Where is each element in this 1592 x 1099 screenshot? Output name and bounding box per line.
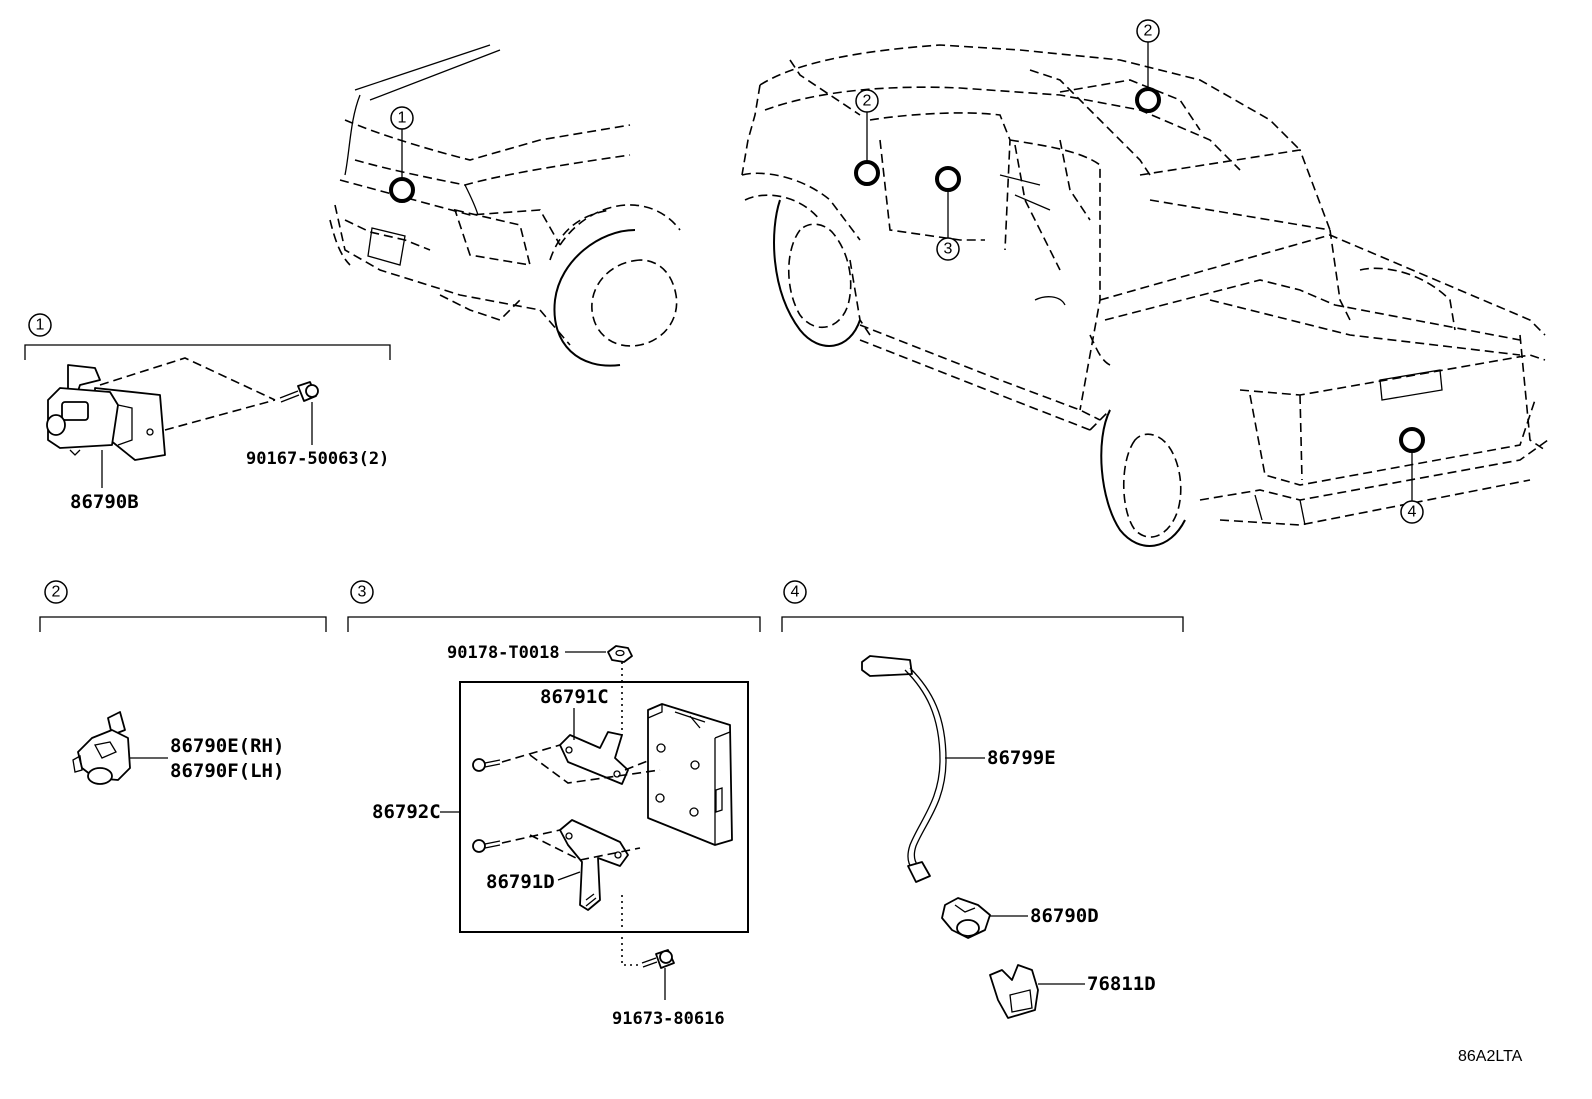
wire-harness-part [861, 655, 947, 883]
section-3: 3 90178-T0018 86792C [347, 580, 761, 1029]
bolt-left-lower-part [472, 839, 501, 853]
assembly-frame [459, 681, 749, 933]
section-1-number: 1 [36, 317, 45, 334]
label-76811D: 76811D [1087, 973, 1156, 995]
label-86791C: 86791C [540, 686, 609, 708]
label-90178-T0018: 90178-T0018 [447, 643, 560, 663]
section-2-number: 2 [52, 584, 61, 601]
section-4-number: 4 [791, 584, 800, 601]
label-91673-80616: 91673-80616 [612, 1009, 725, 1029]
side-camera-part [72, 711, 131, 785]
callout-marker-2-roof: 2 [1135, 19, 1161, 113]
callout-2-number-a: 2 [863, 93, 872, 110]
section-3-number: 3 [358, 584, 367, 601]
callout-marker-2-side: 2 [854, 89, 880, 186]
callout-3-number-a: 3 [944, 241, 953, 258]
section-1: 1 90167-50063(2) 86790B [24, 313, 391, 513]
bolt-91673-part [641, 949, 675, 969]
callout-marker-1-front: 1 [389, 106, 415, 203]
bolt-90167-part [279, 381, 319, 403]
front-camera-part [46, 364, 166, 461]
callout-1-number: 1 [398, 110, 407, 127]
truck-illustration [741, 44, 1549, 547]
label-86790D: 86790D [1030, 905, 1099, 927]
front-vehicle-illustration [329, 44, 681, 367]
section-4: 4 86799E 86790D 76811D [781, 580, 1184, 1019]
label-86790F: 86790F(LH) [170, 760, 284, 782]
bracket-86791C-part [559, 731, 629, 785]
nut-90178-part [607, 645, 633, 663]
section-2: 2 86790E(RH) 86790F(LH) [39, 580, 327, 785]
label-86799E: 86799E [987, 747, 1056, 769]
rear-camera-part [941, 897, 991, 939]
label-86790E: 86790E(RH) [170, 735, 284, 757]
label-86792C: 86792C [372, 801, 441, 823]
bracket-86791D-part [559, 819, 629, 911]
callout-2-number-b: 2 [1144, 23, 1153, 40]
control-module-part [647, 703, 733, 846]
label-90167-50063: 90167-50063(2) [246, 449, 389, 469]
label-86791D: 86791D [486, 871, 555, 893]
diagram-reference-code: 86A2LTA [1458, 1048, 1523, 1065]
callout-marker-4: 4 [1399, 427, 1425, 524]
label-86790B: 86790B [70, 491, 139, 513]
camera-cover-part [989, 964, 1039, 1019]
callout-marker-3: 3 [935, 166, 961, 261]
bolt-left-upper-part [472, 758, 501, 772]
callout-4-number-a: 4 [1408, 504, 1417, 521]
